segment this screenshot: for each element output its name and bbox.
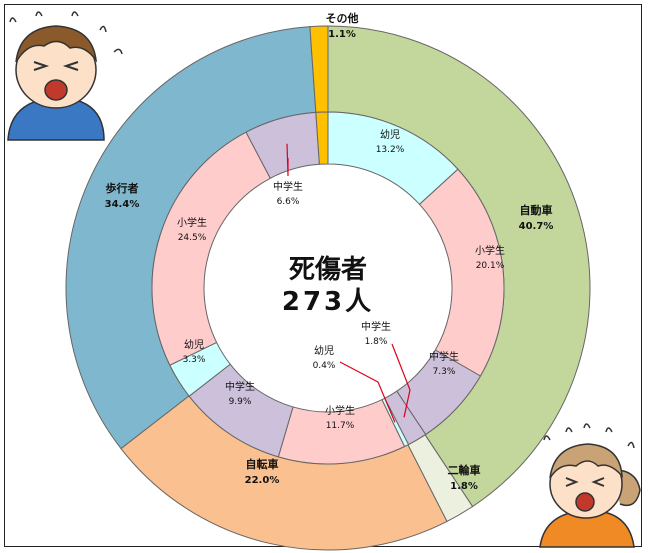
outer-label-name-4: その他	[326, 11, 359, 25]
inner-label-name-4: 幼児	[314, 344, 334, 357]
inner-label-name-2: 中学生	[429, 350, 459, 363]
inner-slice-10	[315, 111, 329, 165]
inner-label-value-6: 9.9%	[229, 397, 252, 407]
inner-label-value-9: 6.6%	[277, 197, 300, 207]
leader-line-9	[286, 143, 289, 177]
inner-label-name-9: 中学生	[273, 180, 303, 193]
outer-label-value-2: 22.0%	[245, 475, 280, 486]
inner-label-value-0: 13.2%	[376, 145, 405, 155]
inner-label-value-4: 0.4%	[313, 361, 336, 371]
inner-label-value-1: 20.1%	[476, 261, 505, 271]
slice-labels: 自動車 40.7% 二輪車 1.8% 自転車 22.0% 歩行者 34.4% その他 1.1% 幼児…	[105, 11, 554, 492]
outer-label-value-0: 40.7%	[519, 221, 554, 232]
leader-line-4	[339, 361, 396, 423]
crying-boy-icon	[7, 11, 123, 141]
inner-label-name-8: 小学生	[177, 216, 207, 229]
leader-lines	[286, 143, 411, 423]
outer-label-name-2: 自転車	[246, 457, 279, 471]
leader-line-3	[391, 343, 411, 418]
inner-label-name-0: 幼児	[380, 128, 400, 141]
inner-label-name-6: 中学生	[225, 380, 255, 393]
inner-label-name-7: 幼児	[184, 338, 204, 351]
outer-label-name-1: 二輪車	[448, 463, 481, 477]
center-title: 死傷者	[289, 255, 367, 285]
outer-label-name-0: 自動車	[520, 203, 553, 217]
outer-label-value-1: 1.8%	[450, 481, 478, 492]
outer-label-value-3: 34.4%	[105, 199, 140, 210]
inner-label-value-2: 7.3%	[433, 367, 456, 377]
inner-label-value-3: 1.8%	[365, 337, 388, 347]
inner-label-name-5: 小学生	[325, 404, 355, 417]
outer-ring	[65, 25, 591, 551]
inner-ring	[151, 111, 505, 465]
inner-label-value-8: 24.5%	[178, 233, 207, 243]
inner-label-value-5: 11.7%	[326, 421, 355, 431]
outer-label-value-4: 1.1%	[328, 29, 356, 40]
outer-label-name-3: 歩行者	[106, 181, 139, 195]
crying-girl-icon	[539, 423, 641, 548]
inner-label-name-1: 小学生	[475, 244, 505, 257]
inner-label-value-7: 3.3%	[183, 355, 206, 365]
center-total: 273人	[282, 287, 374, 317]
inner-label-name-3: 中学生	[361, 320, 391, 333]
